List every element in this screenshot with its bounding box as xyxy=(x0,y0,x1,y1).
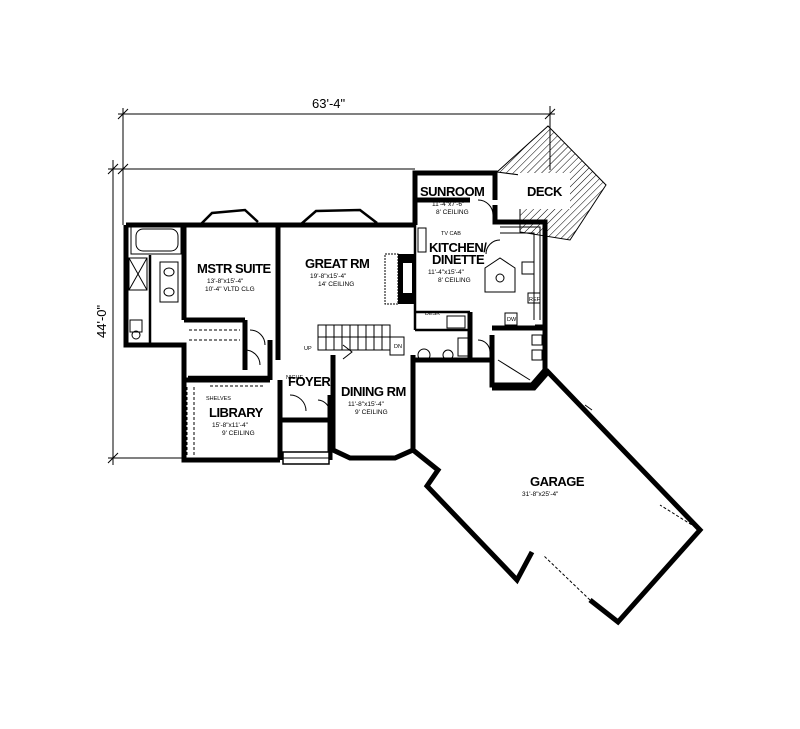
refrigerator-label: REF xyxy=(529,297,541,303)
library-size: 15'-8"x11'-4" xyxy=(212,422,249,429)
dimension-lines xyxy=(107,106,556,465)
garage-size: 31'-8"x25'-4" xyxy=(522,491,559,498)
great-room-note: 14' CEILING xyxy=(318,281,354,288)
niche-label: NICHE xyxy=(286,375,303,381)
closets xyxy=(186,329,265,455)
width-dimension-label: 63'-4" xyxy=(312,96,346,111)
shelves-label: SHELVES xyxy=(206,396,231,402)
library-note: 9' CEILING xyxy=(222,430,255,437)
master-suite-size: 13'-8"x15'-4" xyxy=(207,278,244,285)
deck xyxy=(495,125,607,241)
room-labels: MSTR SUITE 13'-8"x15'-4" 10'-4" VLTD CLG… xyxy=(197,184,585,498)
great-room-label: GREAT RM xyxy=(305,256,369,271)
garage-label: GARAGE xyxy=(530,474,585,489)
sunroom-note: 8' CEILING xyxy=(436,209,469,216)
kitchen-fixtures xyxy=(417,226,543,381)
master-suite-note: 10'-4" VLTD CLG xyxy=(205,286,255,293)
deck-label: DECK xyxy=(527,184,563,199)
sunroom-size: 11'-4"x7'-6" xyxy=(432,201,465,208)
desk-label: DESK xyxy=(425,311,440,317)
stair-up-label: UP xyxy=(304,346,312,352)
dishwasher-label: DW xyxy=(507,317,517,323)
foyer-label: FOYER xyxy=(288,374,331,389)
dinette-label: DINETTE xyxy=(432,252,485,267)
stair-down-label: DN xyxy=(394,344,402,350)
dining-room-label: DINING RM xyxy=(341,384,406,399)
dining-room-note: 9' CEILING xyxy=(355,409,388,416)
master-suite-label: MSTR SUITE xyxy=(197,261,272,276)
staircase xyxy=(317,324,405,360)
annotations: TV CAB DESK NICHE SHELVES UP DN REF DW xyxy=(206,231,541,402)
master-bath xyxy=(128,226,182,345)
fireplace xyxy=(384,253,415,305)
kitchen-size: 11'-4"x15'-4" xyxy=(428,269,465,276)
sunroom-label: SUNROOM xyxy=(420,184,484,199)
door-swings xyxy=(244,199,501,414)
kitchen-label: KITCHEN/ xyxy=(429,240,487,255)
great-room-size: 19'-8"x15'-4" xyxy=(310,273,347,280)
kitchen-note: 8' CEILING xyxy=(438,277,471,284)
tv-cab-label: TV CAB xyxy=(441,231,461,237)
dining-room-size: 11'-8"x15'-4" xyxy=(348,401,385,408)
garage xyxy=(411,368,704,626)
library-label: LIBRARY xyxy=(209,405,264,420)
interior-walls xyxy=(181,197,545,460)
depth-dimension-label: 44'-0" xyxy=(94,304,109,338)
